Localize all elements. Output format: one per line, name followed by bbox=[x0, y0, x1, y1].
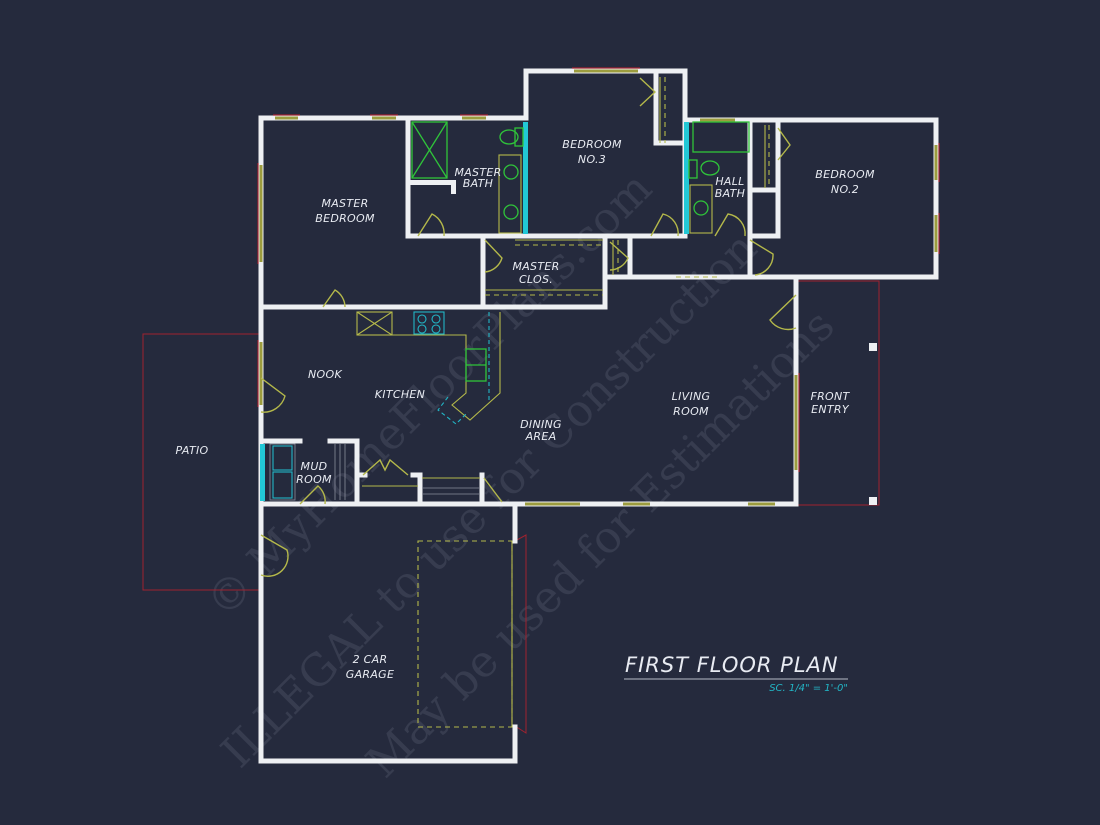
watermark-group: © MyHomeFloorPlans.com ILLEGAL to use fo… bbox=[197, 163, 845, 788]
label-kitchen: KITCHEN bbox=[375, 388, 425, 401]
porch-post-1 bbox=[869, 343, 877, 351]
kitchen-casework bbox=[269, 311, 501, 501]
plan-title: FIRST FLOOR PLAN bbox=[625, 653, 839, 677]
windows bbox=[257, 67, 940, 506]
porch-post-2 bbox=[869, 497, 877, 505]
garage-door-track bbox=[417, 540, 513, 728]
hall-bath-wall bbox=[684, 122, 689, 234]
title-block: FIRST FLOOR PLAN SC. 1/4" = 1'-0" bbox=[624, 653, 848, 694]
plumbing-fixtures bbox=[260, 121, 750, 501]
laundry-wall bbox=[260, 444, 265, 501]
garage-door-apron bbox=[514, 534, 527, 734]
master-bath-vanity-wall bbox=[523, 122, 528, 234]
label-patio: PATIO bbox=[176, 444, 209, 457]
doors bbox=[260, 77, 797, 577]
plan-scale: SC. 1/4" = 1'-0" bbox=[769, 683, 848, 694]
label-nook: NOOK bbox=[308, 368, 342, 381]
